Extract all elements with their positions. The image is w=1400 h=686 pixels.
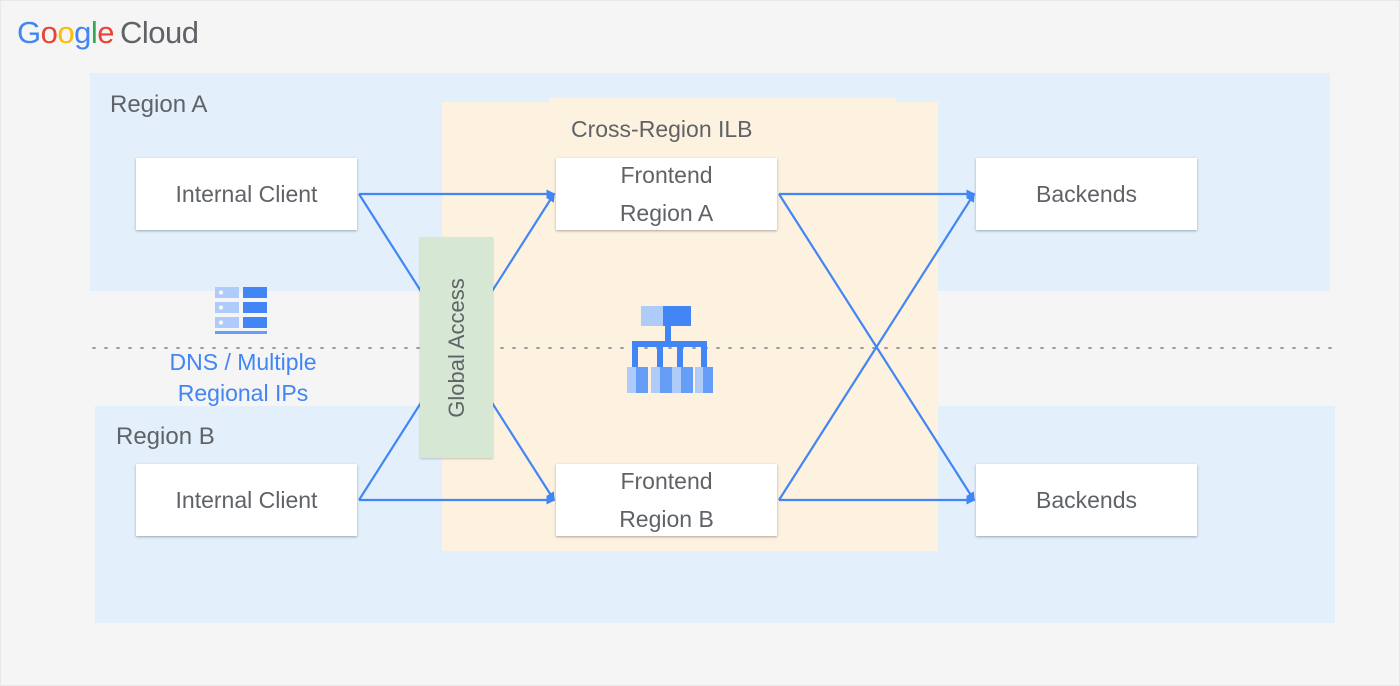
logo-letter: g xyxy=(74,15,91,50)
dns-label-line1: DNS / Multiple xyxy=(169,349,317,375)
frontend-region-a-box: Frontend Region A xyxy=(556,158,777,230)
arrow-frontend-b-to-backends-a xyxy=(778,192,975,501)
logo-letter: G xyxy=(17,15,41,50)
region-b-label: Region B xyxy=(116,423,215,450)
frontend-region-b-box: Frontend Region B xyxy=(556,464,777,536)
frontend-a-line1: Frontend xyxy=(620,162,713,188)
backends-b-box: Backends xyxy=(976,464,1197,536)
logo-letter: e xyxy=(97,15,115,50)
global-access-label: Global Access xyxy=(443,277,469,418)
frontend-b-line1: Frontend xyxy=(620,468,713,494)
cloud-wordmark: Cloud xyxy=(120,15,199,50)
logo-letter: l xyxy=(90,15,98,50)
internal-client-b-label: Internal Client xyxy=(175,487,318,513)
logo-letter: o xyxy=(57,15,75,50)
cross-region-ilb-title: Cross-Region ILB xyxy=(571,116,753,142)
internal-client-a-box: Internal Client xyxy=(136,158,357,230)
internal-client-a-label: Internal Client xyxy=(175,181,318,207)
backends-a-label: Backends xyxy=(1035,181,1137,207)
google-wordmark: Google xyxy=(17,15,115,50)
dns-label: DNS / Multiple Regional IPs xyxy=(143,347,343,409)
dns-label-line2: Regional IPs xyxy=(177,380,309,406)
dns-server-icon xyxy=(215,287,267,334)
load-balancer-icon xyxy=(627,306,713,393)
global-access-bar: Global Access xyxy=(420,237,493,458)
cross-region-ilb-tab xyxy=(549,98,896,104)
logo-letter: o xyxy=(40,15,58,50)
frontend-a-line2: Region A xyxy=(619,200,714,226)
region-a-label: Region A xyxy=(110,91,208,118)
backends-b-label: Backends xyxy=(1035,487,1137,513)
internal-client-b-box: Internal Client xyxy=(136,464,357,536)
frontend-b-line2: Region B xyxy=(619,506,714,532)
backends-a-box: Backends xyxy=(976,158,1197,230)
